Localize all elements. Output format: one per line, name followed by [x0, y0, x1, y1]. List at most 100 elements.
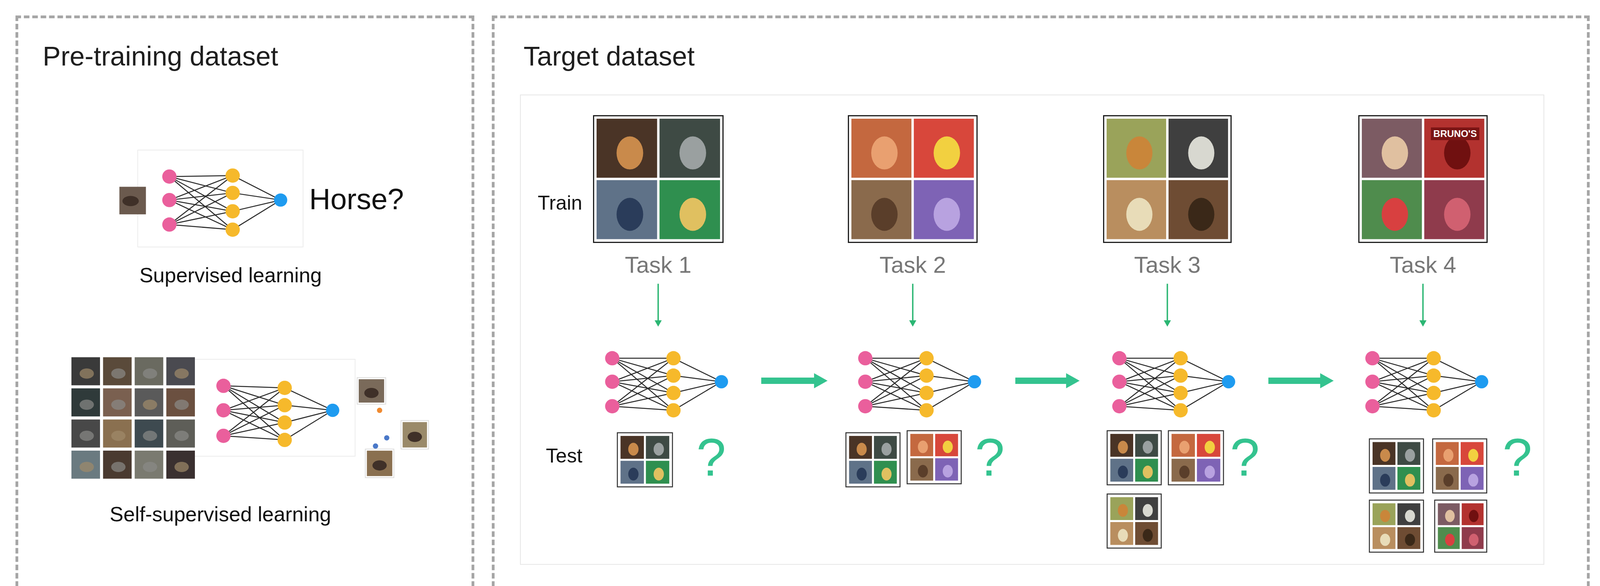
output-neuron: [1222, 375, 1236, 389]
photo: [1438, 503, 1460, 526]
network-weight: [673, 358, 722, 382]
input-neuron: [858, 374, 873, 389]
photo-detail: [871, 198, 898, 232]
embedding-dot: [377, 407, 383, 413]
hidden-neuron: [919, 350, 934, 366]
hidden-neuron: [277, 432, 292, 447]
photo-detail: [79, 368, 95, 379]
network-weight: [865, 358, 927, 407]
network-weight: [284, 387, 333, 411]
photo: [358, 379, 385, 403]
network-weight: [284, 410, 333, 440]
down-arrow: [1419, 283, 1427, 327]
photo: [1424, 118, 1485, 178]
photo: [1110, 496, 1134, 520]
network-weight: [1372, 358, 1434, 407]
photo: [103, 388, 132, 417]
photo: [1361, 118, 1422, 178]
hidden-neuron: [666, 402, 681, 418]
photo: [849, 460, 873, 484]
test-thumbnail: [906, 430, 961, 484]
horse-image: [119, 186, 147, 214]
photo: [1106, 118, 1167, 178]
photo: [1171, 433, 1196, 457]
input-neuron: [1365, 374, 1380, 389]
photo-detail: [1444, 136, 1471, 170]
network-weight: [1372, 358, 1434, 376]
network-weight: [284, 410, 333, 423]
photo: [1424, 180, 1485, 240]
network-weight: [223, 405, 285, 436]
photo-detail: [79, 461, 95, 472]
photo: [134, 388, 164, 417]
photo: [1438, 527, 1460, 549]
task-box: Task 3: [1103, 115, 1232, 278]
network-weight: [865, 358, 927, 376]
network-weight: [1119, 392, 1181, 407]
sample-frame: [357, 377, 386, 405]
photo: [1372, 441, 1396, 465]
photo-detail: [142, 399, 158, 410]
photo-detail: [174, 368, 189, 379]
network-weight: [1372, 375, 1434, 382]
photo-detail: [1187, 136, 1215, 170]
test-thumbnail: [1434, 500, 1487, 553]
network-weight: [673, 375, 722, 382]
photo-detail: [881, 442, 892, 456]
neural-network: [604, 350, 728, 418]
network-weight: [1372, 357, 1434, 359]
network-weight: [1119, 358, 1181, 393]
task-images: [1104, 116, 1231, 242]
hidden-neuron: [919, 368, 934, 383]
hidden-neuron: [666, 368, 681, 383]
photo-detail: [1142, 528, 1153, 542]
photo-detail: [1179, 440, 1190, 454]
test-thumbnail: [617, 432, 673, 487]
network-weight: [1433, 375, 1482, 382]
photo: [645, 460, 670, 484]
question-mark: ?: [696, 426, 727, 488]
neural-network: [216, 378, 340, 447]
network-weight: [223, 410, 285, 440]
photo-detail: [942, 440, 953, 454]
network-weight: [612, 375, 674, 382]
photo: [1397, 527, 1421, 549]
network-weight: [223, 385, 285, 423]
photo-detail: [616, 198, 644, 232]
photo-detail: [1126, 198, 1153, 232]
thumbnail-frame: [1168, 430, 1224, 485]
photo: [166, 419, 195, 448]
network-weight: [1119, 358, 1181, 382]
photo: [851, 118, 912, 178]
network-weight: [169, 175, 233, 201]
hidden-neuron: [1173, 402, 1188, 418]
neural-network: [162, 168, 288, 237]
task-label: Task 4: [1358, 251, 1488, 279]
network-weight: [1433, 358, 1482, 382]
network-weight: [865, 375, 927, 382]
panel-heading: Target dataset: [523, 40, 1587, 72]
network-weight: [1180, 358, 1229, 382]
input-neuron: [604, 350, 620, 366]
network-weight: [223, 387, 285, 411]
network-weight: [1372, 358, 1434, 382]
photo: [914, 118, 975, 178]
task-area: [520, 94, 1545, 565]
photo-detail: [933, 198, 961, 232]
thumbnail-frame: [1107, 430, 1162, 485]
photo-detail: [856, 442, 867, 456]
hidden-neuron: [1173, 368, 1188, 383]
photo-detail: [1117, 440, 1128, 454]
input-neuron: [216, 428, 231, 443]
arrow-head: [1419, 320, 1427, 327]
photo-detail: [1469, 533, 1479, 546]
network-weight: [232, 175, 281, 201]
dataset-panel: Pre-training dataset: [15, 15, 475, 586]
input-neuron: [604, 374, 620, 389]
photo-detail: [111, 430, 126, 441]
photo: [1361, 180, 1422, 240]
hidden-neuron: [225, 204, 240, 219]
photo-detail: [871, 136, 898, 170]
photo: [851, 180, 912, 240]
